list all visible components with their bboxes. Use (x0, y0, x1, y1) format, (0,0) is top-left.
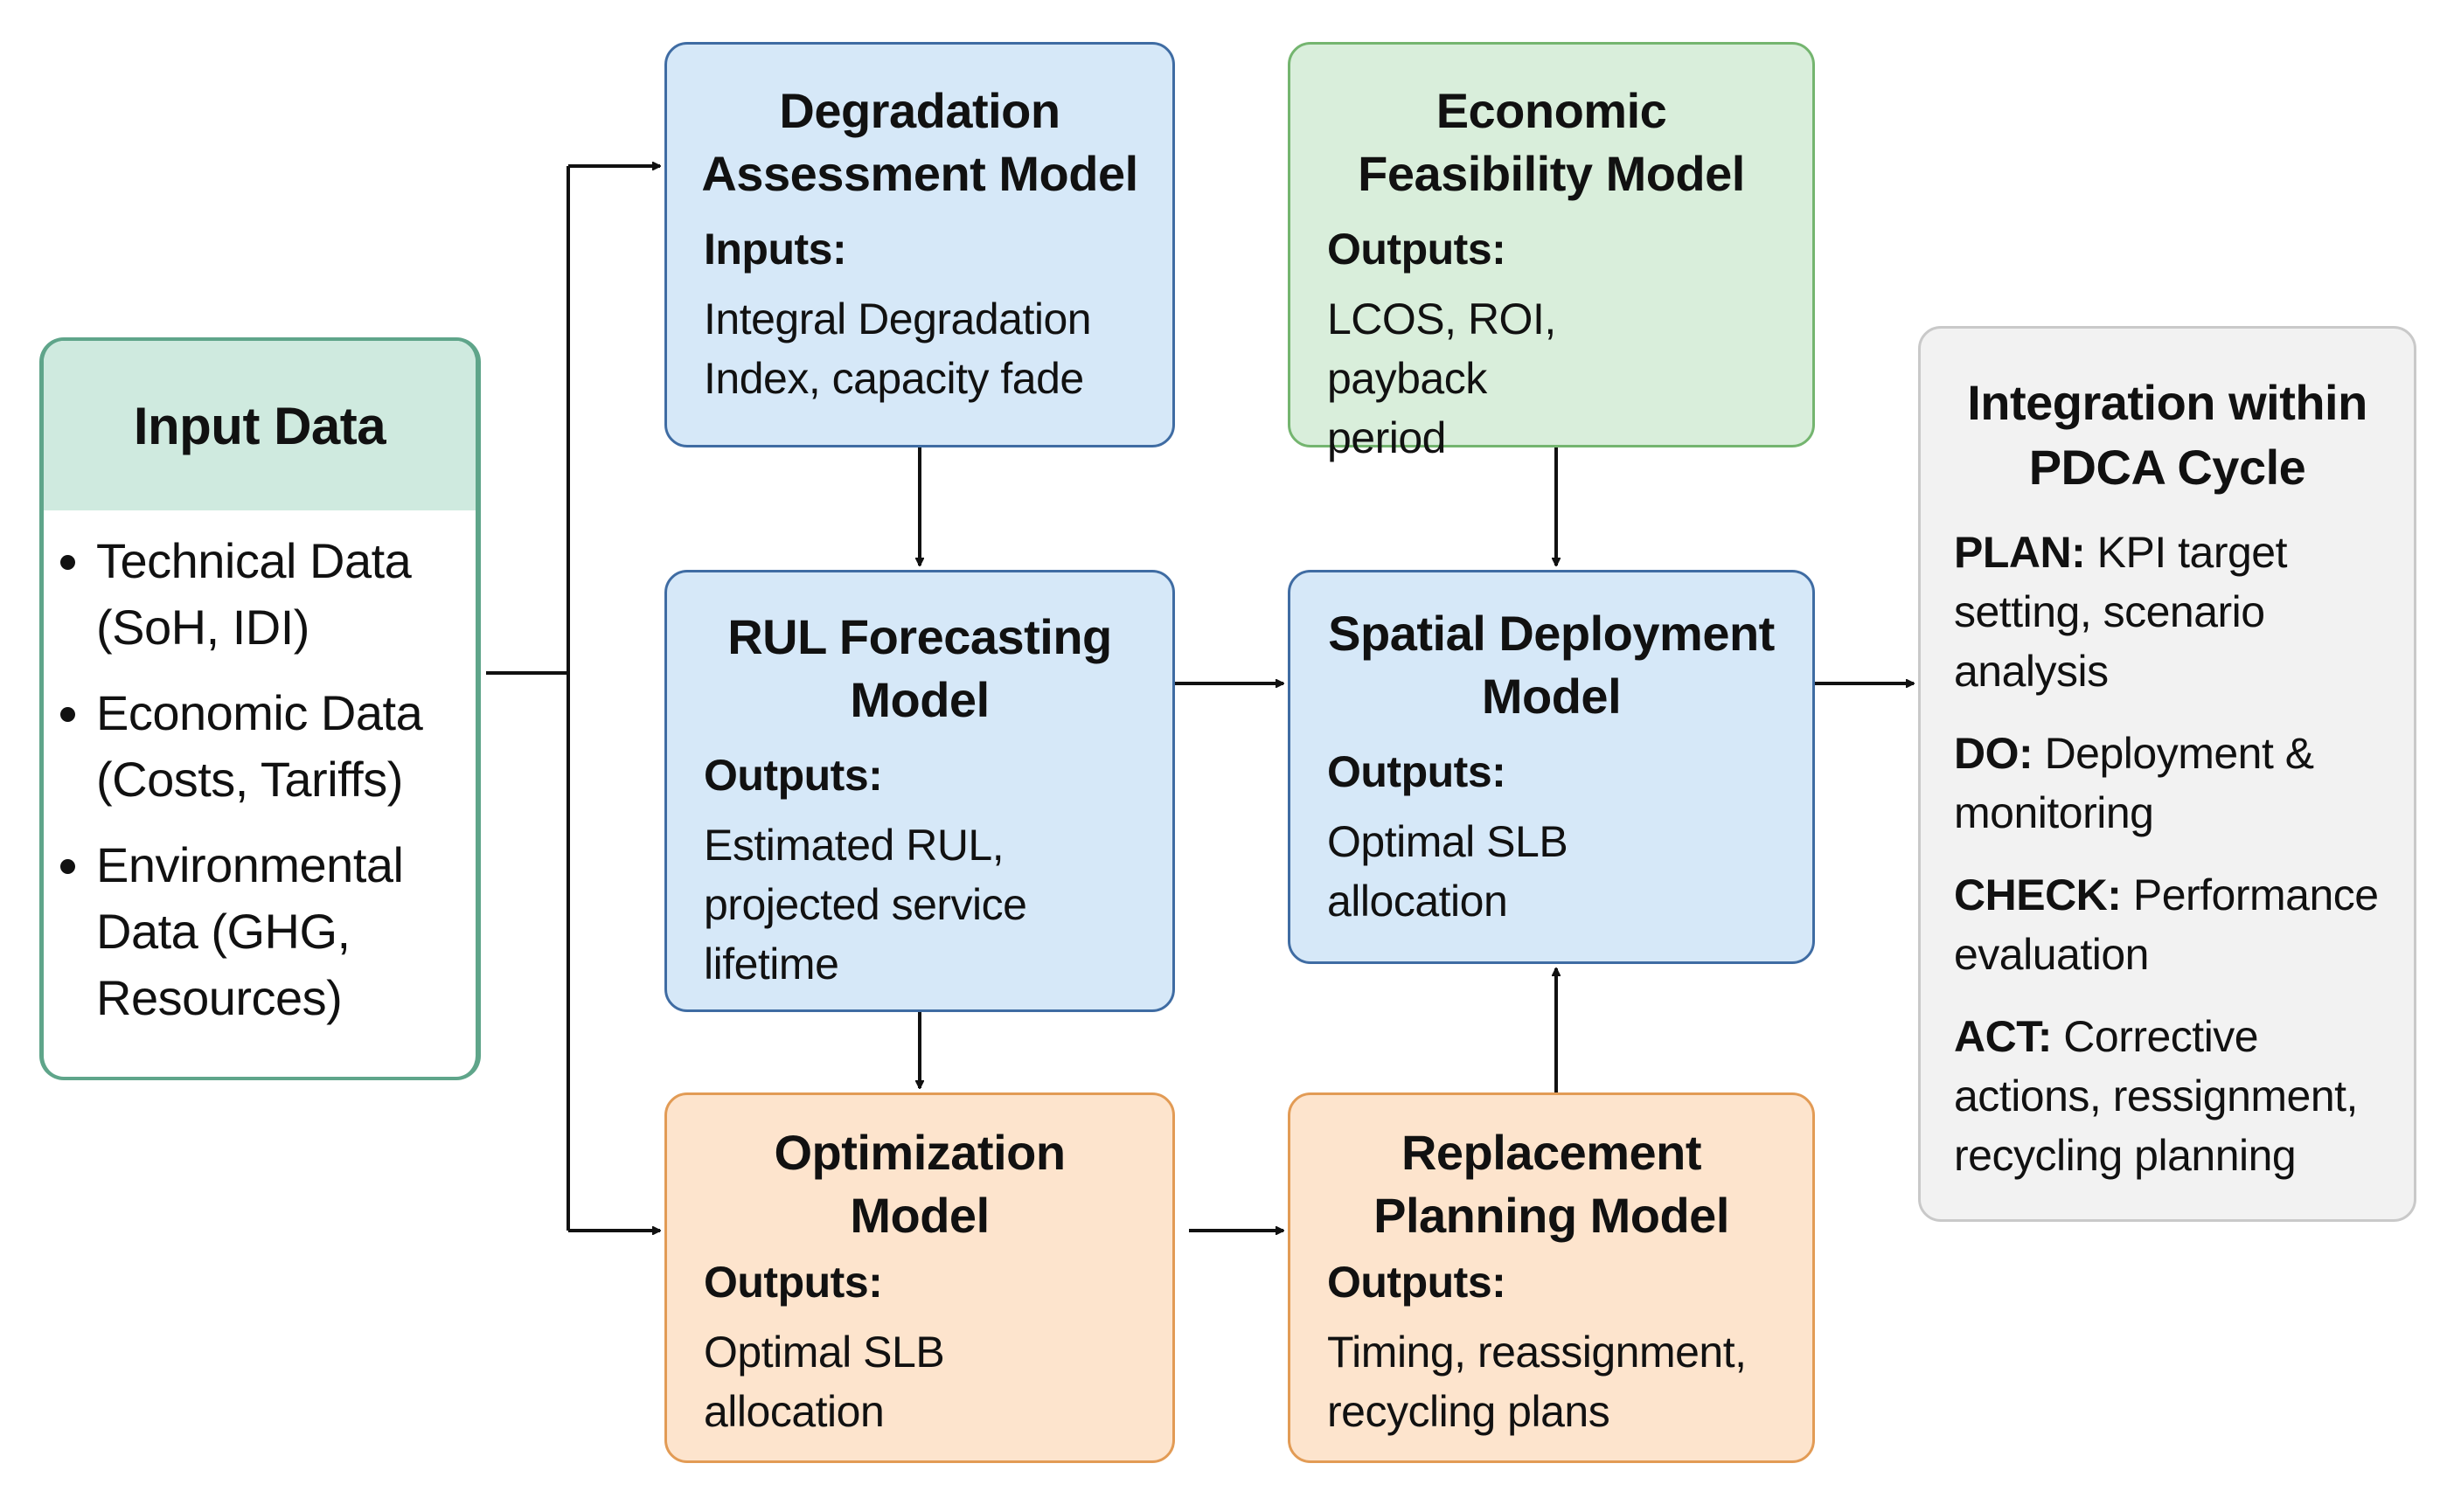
pdca-item-do: DO: Deployment & monitoring (1954, 724, 2396, 843)
optimization-model-box: Optimization Model Outputs: Optimal SLB … (664, 1092, 1175, 1463)
box-label: Outputs: (1327, 747, 1506, 796)
box-text: LCOS, ROI, payback period (1327, 295, 1556, 462)
arrow-input-branch (486, 166, 570, 1231)
input-data-list: Technical Data (SoH, IDI) Economic Data … (44, 528, 476, 1031)
box-text: Optimal SLB allocation (704, 1328, 945, 1436)
input-data-title: Input Data (44, 341, 476, 510)
spatial-deployment-model-box: Spatial Deployment Model Outputs: Optima… (1288, 570, 1815, 964)
replacement-planning-model-box: Replacement Planning Model Outputs: Timi… (1288, 1092, 1815, 1463)
input-data-box: Input Data Technical Data (SoH, IDI) Eco… (39, 337, 481, 1080)
box-label: Outputs: (704, 751, 883, 800)
pdca-item-act: ACT: Corrective actions, ressignment, re… (1954, 1007, 2396, 1185)
list-item: Environmental Data (GHG, Resources) (96, 832, 476, 1031)
box-text: Optimal SLB allocation (1327, 817, 1568, 926)
list-item: Technical Data (SoH, IDI) (96, 528, 476, 661)
pdca-text: Performance evaluation (1954, 870, 2379, 979)
box-title: Spatial Deployment Model (1328, 606, 1775, 724)
pdca-text: Corrective actions, ressignment, recycli… (1954, 1012, 2358, 1180)
box-text: Estimated RUL, projected service lifetim… (704, 821, 1027, 988)
box-label: Outputs: (1327, 225, 1506, 274)
box-label: Outputs: (1327, 1258, 1506, 1307)
economic-feasibility-model-box: Economic Feasibility Model Outputs: LCOS… (1288, 42, 1815, 462)
box-label: Inputs: (704, 225, 847, 274)
pdca-key: CHECK: (1954, 870, 2122, 919)
pdca-item-plan: PLAN: KPI target setting, scenario analy… (1954, 523, 2396, 701)
pdca-text: Deployment & monitoring (1954, 729, 2314, 837)
box-title: Economic Feasibility Model (1358, 83, 1745, 201)
pdca-key: ACT: (1954, 1012, 2052, 1061)
pdca-key: PLAN: (1954, 528, 2086, 577)
box-title: RUL Forecasting Model (727, 609, 1112, 727)
pdca-text: KPI target setting, scenario analysis (1954, 528, 2288, 696)
box-text: Integral Degradation Index, capacity fad… (704, 295, 1092, 403)
degradation-assessment-model-box: Degradation Assessment Model Inputs: Int… (664, 42, 1175, 447)
box-title: Integration within PDCA Cycle (1967, 375, 2367, 495)
pdca-key: DO: (1954, 729, 2033, 778)
box-title: Degradation Assessment Model (701, 83, 1138, 201)
pdca-item-check: CHECK: Performance evaluation (1954, 865, 2396, 984)
list-item: Economic Data (Costs, Tariffs) (96, 680, 476, 813)
box-text: Timing, reassignment, recycling plans (1327, 1328, 1747, 1436)
pdca-integration-box: Integration within PDCA Cycle PLAN: KPI … (1918, 326, 2416, 1222)
box-label: Outputs: (704, 1258, 883, 1307)
rul-forecasting-model-box: RUL Forecasting Model Outputs: Estimated… (664, 570, 1175, 1012)
box-title: Replacement Planning Model (1373, 1125, 1729, 1243)
box-title: Optimization Model (774, 1125, 1066, 1243)
